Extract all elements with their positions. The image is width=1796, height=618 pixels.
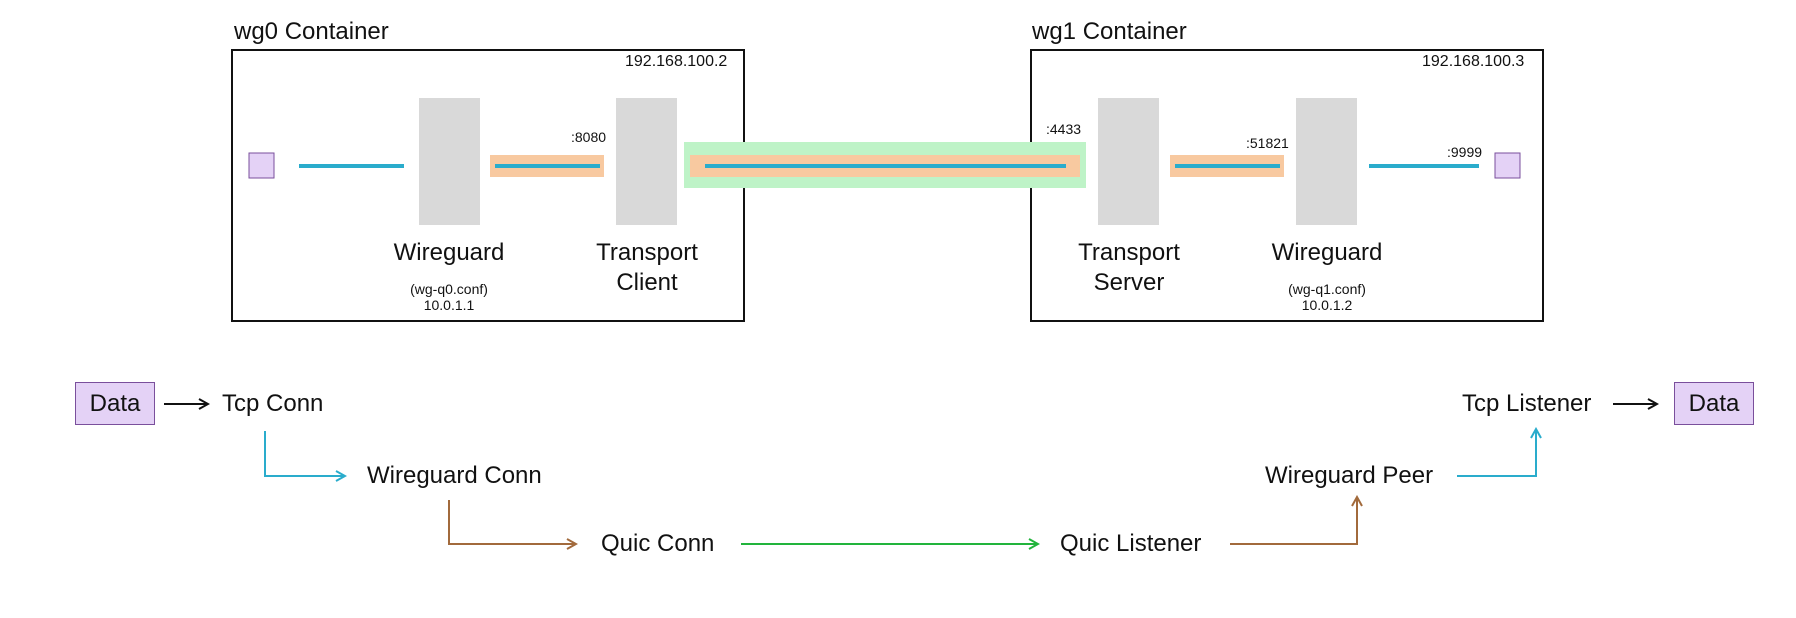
quic-conn-label: Quic Conn <box>601 530 715 557</box>
wg0-container-ip: 192.168.100.2 <box>625 53 728 70</box>
wg1-endpoint <box>1494 152 1521 179</box>
wg1-wireguard-block <box>1296 98 1357 225</box>
wg0-wireguard-conf: (wg-q0.conf) <box>410 281 488 297</box>
tcp-listener-label: Tcp Listener <box>1462 390 1592 417</box>
wg1-transport-line2: Server <box>1093 269 1165 296</box>
wg0-endpoint <box>248 152 275 179</box>
wg1-container-ip: 192.168.100.3 <box>1422 53 1525 70</box>
wg1-wireguard-conf: (wg-q1.conf) <box>1288 281 1366 297</box>
wg1-container-title: wg1 Container <box>1032 18 1187 45</box>
wg1-wireguard-ip: 10.0.1.2 <box>1301 297 1353 313</box>
wireguard-peer-label: Wireguard Peer <box>1265 462 1434 489</box>
wg0-wireguard-ip: 10.0.1.1 <box>423 297 475 313</box>
wg0-wireguard-label: Wireguard <box>393 239 505 266</box>
wg0-container-title: wg0 Container <box>234 18 389 45</box>
wg1-transport-block <box>1098 98 1159 225</box>
tcp-conn-label: Tcp Conn <box>222 390 324 417</box>
wg0-transport-line2: Client <box>616 269 678 296</box>
wg0-wireguard-block <box>419 98 480 225</box>
wg1-wireguard-label: Wireguard <box>1271 239 1383 266</box>
port-51821-label: :51821 <box>1246 135 1289 151</box>
port-4433-label: :4433 <box>1046 121 1082 137</box>
arrow-tcp-conn-to-wireguard-conn <box>264 431 345 476</box>
data-right-box: Data <box>1674 382 1754 425</box>
wg0-transport-block <box>616 98 677 225</box>
arrow-wireguard-peer-to-tcp-listener <box>1457 429 1536 477</box>
data-left-box: Data <box>75 382 155 425</box>
wg0-transport-line1: Transport <box>596 239 698 266</box>
wireguard-conn-label: Wireguard Conn <box>367 462 542 489</box>
port-9999-label: :9999 <box>1447 144 1483 160</box>
quic-listener-label: Quic Listener <box>1060 530 1202 557</box>
arrow-quic-listener-to-wireguard-peer <box>1230 497 1357 545</box>
wg1-transport-line1: Transport <box>1078 239 1180 266</box>
arrow-wireguard-conn-to-quic-conn <box>448 500 576 544</box>
port-8080-label: :8080 <box>571 129 607 145</box>
